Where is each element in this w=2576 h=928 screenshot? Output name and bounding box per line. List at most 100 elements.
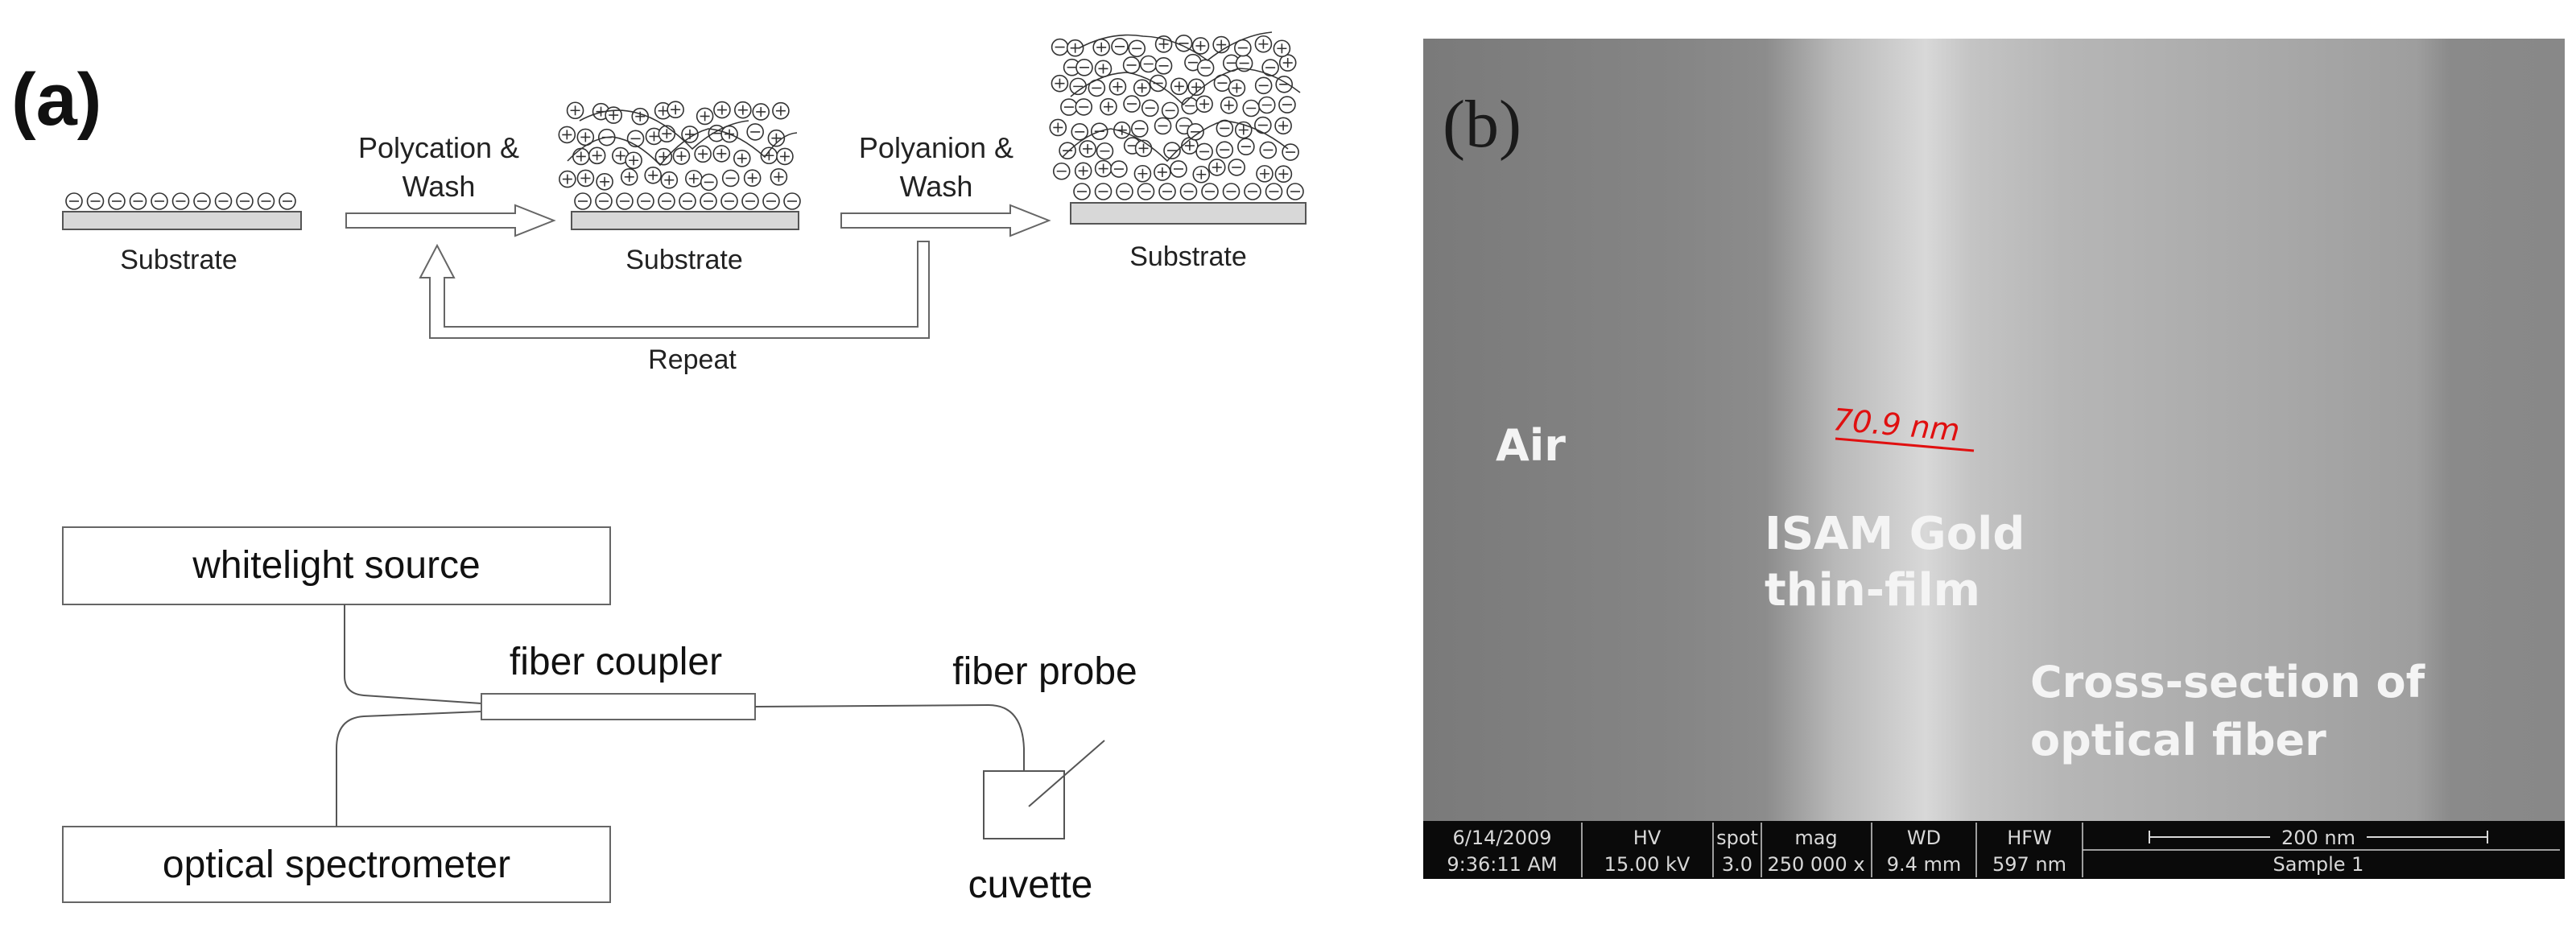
cation-icon <box>1154 163 1171 181</box>
anion-icon <box>721 169 740 188</box>
fiber-label: optical fiber <box>2030 715 2326 765</box>
databar-time: 9:36:11 AM <box>1447 853 1557 876</box>
polycation-arrow: Polycation & Wash <box>345 131 556 237</box>
anion-icon <box>679 192 696 210</box>
substrate-polycation: Substrate <box>558 101 801 275</box>
cuvette-box <box>983 770 1065 839</box>
anion-icon <box>1170 160 1187 178</box>
cation-icon <box>752 103 770 121</box>
anion-icon <box>1141 99 1159 118</box>
cation-icon <box>644 166 663 184</box>
cation-icon <box>1254 35 1273 53</box>
anion-icon <box>279 192 296 210</box>
film-label: ISAM Gold <box>1765 508 2025 560</box>
cation-icon <box>1094 159 1113 178</box>
cation-icon <box>566 101 584 120</box>
coupler-label: fiber coupler <box>510 641 722 683</box>
anion-icon <box>1110 160 1128 178</box>
anion-icon <box>1051 38 1069 56</box>
cation-icon <box>743 169 762 187</box>
cation-icon <box>1256 165 1274 183</box>
anion-icon <box>1094 183 1113 200</box>
databar-hfw-value: 597 nm <box>1992 853 2066 876</box>
anion-icon <box>1196 59 1215 77</box>
cation-icon <box>558 126 576 144</box>
anion-icon <box>151 192 168 210</box>
cation-icon <box>1273 39 1291 58</box>
substrate-bare: Substrate <box>62 192 302 275</box>
anion-icon <box>637 192 654 210</box>
databar-sample-label: Sample 1 <box>2273 853 2364 876</box>
sem-databar: 6/14/2009 9:36:11 AM HV 15.00 kV spot 3.… <box>1423 821 2565 879</box>
databar-mag-label: mag <box>1794 827 1837 849</box>
polymer-chain <box>1078 31 1273 62</box>
anion-icon <box>720 192 738 210</box>
anion-icon <box>1111 37 1129 56</box>
anion-icon <box>1216 141 1234 159</box>
cation-icon <box>1051 74 1069 93</box>
cation-icon <box>685 170 703 188</box>
fiber-from-source <box>344 604 482 704</box>
scale-bar <box>2149 831 2488 843</box>
arrow-right-icon <box>840 204 1051 237</box>
cation-icon <box>559 170 576 188</box>
cation-icon <box>1079 140 1096 158</box>
anion-icon <box>1154 117 1172 135</box>
cation-icon <box>694 145 712 163</box>
anion-icon <box>129 192 147 210</box>
databar-hv-value: 15.00 kV <box>1604 853 1690 876</box>
anion-icon <box>1096 142 1114 160</box>
anion-icon <box>700 173 718 192</box>
film-label: thin-film <box>1765 564 1980 617</box>
anion-icon <box>1116 183 1133 200</box>
substrate-multilayer: Substrate <box>1049 31 1307 272</box>
cation-icon <box>733 150 751 167</box>
anion-icon <box>108 192 126 210</box>
anion-icon <box>700 192 717 210</box>
anion-icon <box>1179 183 1198 200</box>
ion-layer <box>1049 31 1304 200</box>
anion-icon <box>626 130 645 148</box>
cation-icon <box>588 146 606 165</box>
anion-icon <box>1128 39 1146 58</box>
anion-icon <box>1244 183 1261 200</box>
anion-icon <box>1052 162 1071 180</box>
substrate-label: Substrate <box>625 245 743 275</box>
substrate-label: Substrate <box>120 245 237 275</box>
anion-icon <box>236 192 254 210</box>
cation-icon <box>1100 97 1117 116</box>
cation-icon <box>1094 60 1113 78</box>
anion-icon <box>214 192 233 210</box>
wash-label: Wash <box>900 170 973 203</box>
anion-icon <box>1123 95 1141 113</box>
anion-icon <box>1257 96 1276 114</box>
cation-icon <box>1066 39 1084 57</box>
polymer-chain <box>1062 120 1289 163</box>
cation-icon <box>1133 79 1151 97</box>
anion-icon <box>257 192 275 210</box>
anion-icon <box>658 192 675 210</box>
cation-icon <box>1278 54 1297 72</box>
anion-icon <box>193 192 211 210</box>
anion-icon <box>762 192 780 210</box>
anion-icon <box>1158 183 1176 200</box>
cation-icon <box>712 145 731 163</box>
spectrometer-label: optical spectrometer <box>163 843 510 886</box>
anion-icon <box>1154 57 1173 75</box>
arrow-right-icon <box>345 204 556 237</box>
panel-b-label: (b) <box>1443 87 1521 162</box>
databar-spot-value: 3.0 <box>1722 853 1752 876</box>
cation-icon <box>572 147 590 166</box>
cation-icon <box>1220 96 1238 114</box>
cation-icon <box>658 125 676 143</box>
cation-icon <box>1108 77 1127 96</box>
anion-icon <box>1137 183 1155 200</box>
repeat-label: Repeat <box>648 344 737 375</box>
polymer-chain <box>567 128 798 167</box>
anion-icon <box>1161 101 1179 120</box>
anion-icon <box>1075 59 1093 76</box>
anion-icon <box>1139 55 1158 73</box>
databar-hv-label: HV <box>1633 827 1662 849</box>
anion-icon <box>1195 142 1213 161</box>
anion-icon <box>1130 120 1149 138</box>
